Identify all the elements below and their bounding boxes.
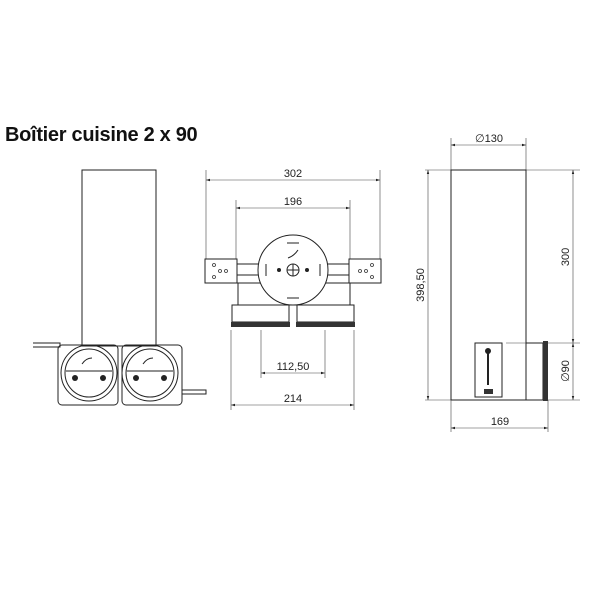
dim-diameter-90: ∅90 — [560, 360, 572, 382]
right-flange — [182, 389, 207, 395]
outlet-box — [525, 342, 544, 401]
tube — [81, 169, 157, 347]
outlet-2 — [121, 344, 179, 402]
left-view — [33, 169, 207, 406]
dim-196: 196 — [284, 196, 302, 208]
front-view — [204, 170, 382, 410]
tube — [450, 169, 527, 401]
dim-302: 302 — [284, 168, 302, 180]
left-flange — [33, 342, 61, 348]
dim-diameter-130: ∅130 — [475, 133, 503, 145]
left-bracket — [204, 258, 238, 284]
dim-398-50: 398,50 — [415, 268, 427, 302]
dim-112-50: 112,50 — [277, 361, 310, 373]
side-view — [425, 138, 580, 432]
dim-214: 214 — [284, 393, 302, 405]
outlet-box-2 — [121, 344, 183, 406]
dim-169: 169 — [491, 416, 509, 428]
drawing-title: Boîtier cuisine 2 x 90 — [5, 124, 198, 146]
outlet-1 — [60, 344, 118, 402]
right-bracket — [348, 258, 382, 284]
outlet-left — [231, 304, 290, 323]
outlet-right — [296, 304, 355, 323]
dim-300: 300 — [560, 248, 572, 266]
